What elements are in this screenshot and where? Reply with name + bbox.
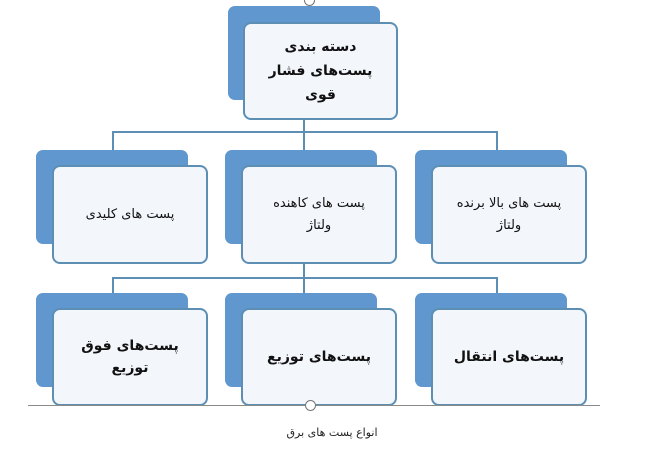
root-line2: پست‌های فشار قوی xyxy=(268,63,373,103)
connector-root-stem xyxy=(303,118,305,132)
node-distribution: پست‌های توزیع xyxy=(241,308,397,406)
root-node: دسته بندی پست‌های فشار قوی xyxy=(243,22,398,120)
node-stepup: پست های بالا برنده ولتاژ xyxy=(431,165,587,264)
node-stepup-line1: پست های بالا برنده xyxy=(456,195,562,211)
node-switching: پست های کلیدی xyxy=(52,165,208,264)
connector-level1-bar xyxy=(112,131,498,133)
connector-level2-drop-left xyxy=(112,277,114,293)
node-subtransmission-label: پست‌های فوق توزیع xyxy=(81,338,179,376)
node-transmission-label: پست‌های انتقال xyxy=(453,349,565,365)
connector-level1-drop-left xyxy=(112,131,114,151)
connector-level1-drop-right xyxy=(496,131,498,151)
node-subtransmission: پست‌های فوق توزیع xyxy=(52,308,208,406)
connector-level2-drop-right xyxy=(496,277,498,293)
root-line1: دسته بندی xyxy=(284,39,357,55)
node-transmission: پست‌های انتقال xyxy=(431,308,587,406)
connector-level1-drop-mid xyxy=(303,131,305,151)
node-stepup-line2: ولتاژ xyxy=(496,217,522,233)
connector-level2-drop-mid xyxy=(303,277,305,293)
node-stepdown-line1: پست های کاهنده xyxy=(273,195,365,211)
node-stepdown-line2: ولتاژ xyxy=(306,217,332,233)
connector-mid-stem xyxy=(303,262,305,278)
figure-caption: انواع پست های برق xyxy=(286,426,378,439)
bottom-handle xyxy=(305,400,316,411)
connector-level2-bar xyxy=(112,277,498,279)
node-stepdown: پست های کاهنده ولتاژ xyxy=(241,165,397,264)
node-distribution-label: پست‌های توزیع xyxy=(267,349,371,365)
node-switching-line1: پست های کلیدی xyxy=(85,206,175,222)
